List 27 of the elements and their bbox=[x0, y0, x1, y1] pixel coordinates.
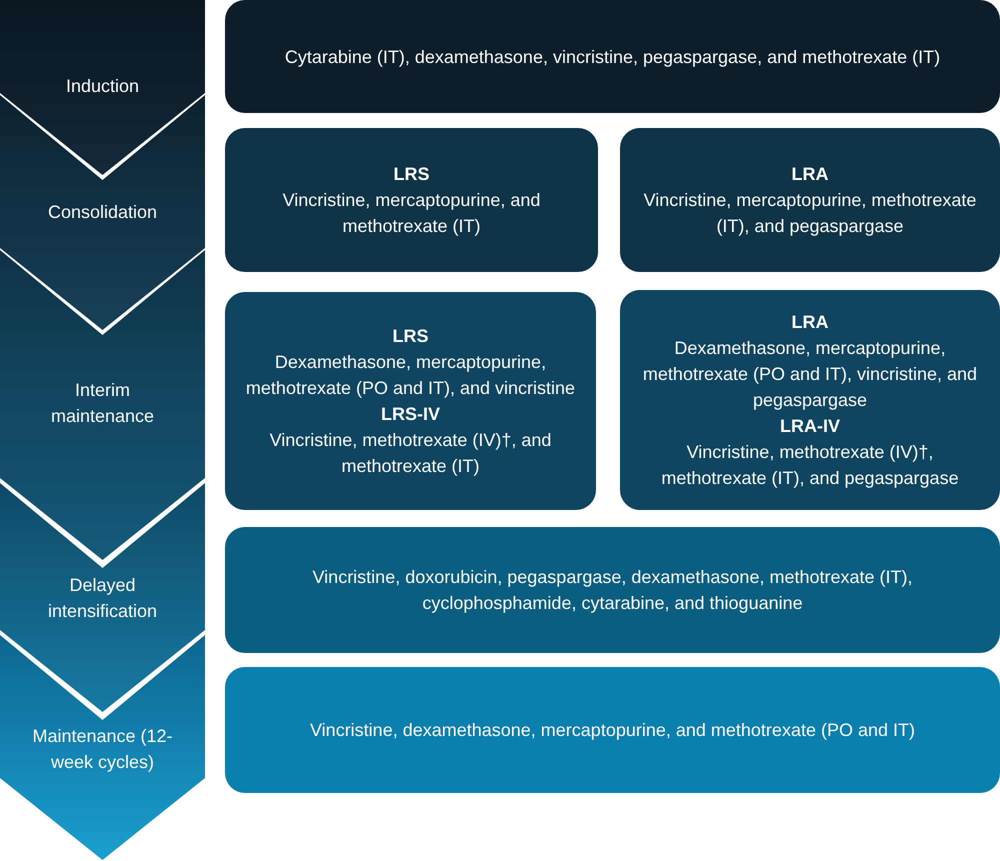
group-heading: LRA bbox=[792, 311, 828, 334]
regimen-box bbox=[225, 667, 1000, 793]
regimen-box bbox=[620, 128, 1000, 272]
drug-list: Vincristine, doxorubicin, pegaspargase, dexamethasone, methotrexate (IT), cyclophosphamide, cytarabine, and thioguanine bbox=[239, 564, 986, 616]
stage-label: Delayed intensification bbox=[46, 574, 158, 623]
stage-label: Consolidation bbox=[46, 201, 158, 224]
drug-list: Vincristine, methotrexate (IV)†, and methotrexate (IT) bbox=[239, 427, 582, 479]
regimen-box bbox=[620, 290, 1000, 510]
regimen-box bbox=[225, 292, 596, 510]
stage-label: Induction bbox=[64, 75, 140, 98]
drug-list: Vincristine, methotrexate (IV)†, methotrexate (IT), and pegaspargase bbox=[634, 439, 986, 491]
regimen-box bbox=[225, 527, 1000, 653]
group-heading: LRA-IV bbox=[780, 415, 840, 438]
group-heading: LRS-IV bbox=[380, 403, 440, 426]
drug-list: Dexamethasone, mercaptopurine, methotrexate (PO and IT), and vincristine bbox=[239, 349, 582, 401]
group-heading: LRS bbox=[394, 163, 430, 186]
group-heading: LRA bbox=[792, 163, 828, 186]
group-heading: LRS bbox=[392, 325, 428, 348]
drug-list: Cytarabine (IT), dexamethasone, vincristine, pegaspargase, and methotrexate (IT) bbox=[284, 44, 940, 70]
stage-label: Maintenance (12-week cycles) bbox=[31, 725, 174, 774]
regimen-box bbox=[225, 128, 598, 272]
regimen-box bbox=[225, 0, 1000, 113]
drug-list: Vincristine, mercaptopurine, and methotrexate (IT) bbox=[239, 187, 584, 239]
drug-list: Dexamethasone, mercaptopurine, methotrexate (PO and IT), vincristine, and pegaspargase bbox=[634, 335, 986, 413]
drug-list: Vincristine, dexamethasone, mercaptopurine, and methotrexate (PO and IT) bbox=[310, 717, 915, 743]
stage-label: Interim maintenance bbox=[50, 379, 156, 428]
drug-list: Vincristine, mercaptopurine, methotrexate (IT), and pegaspargase bbox=[634, 187, 986, 239]
